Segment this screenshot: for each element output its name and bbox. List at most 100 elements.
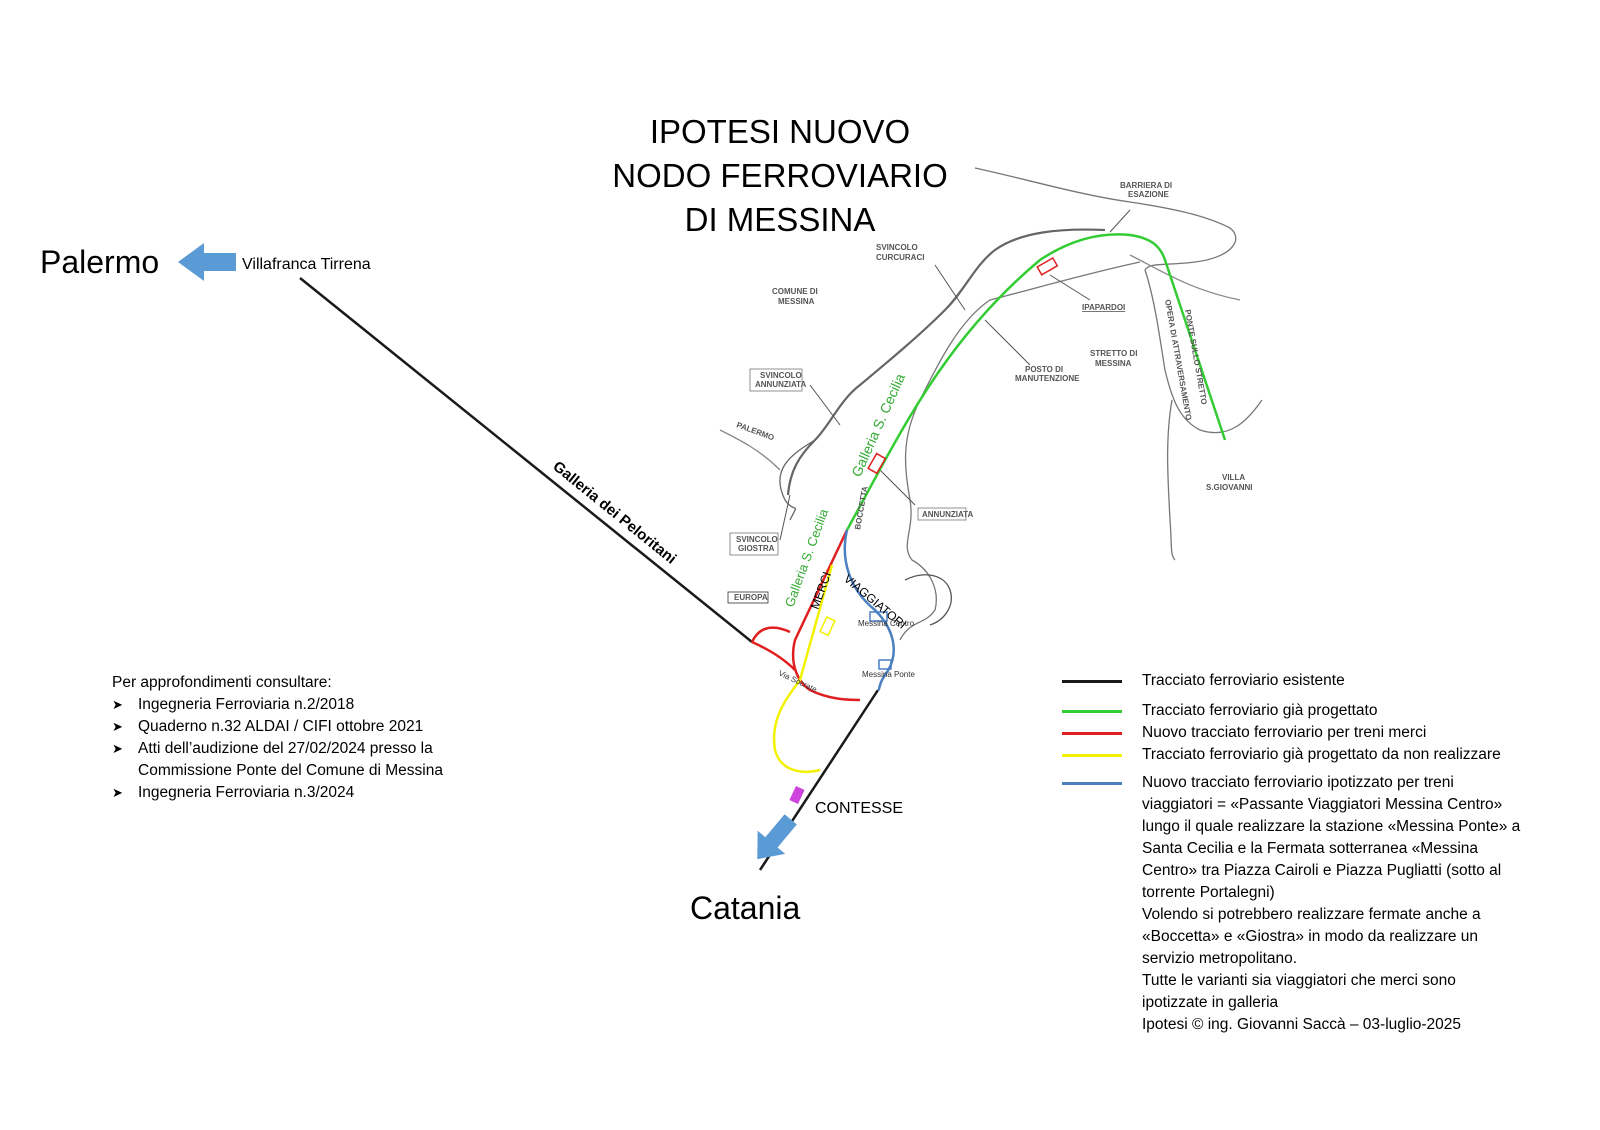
place-villafranca: Villafranca Tirrena <box>242 256 371 273</box>
label-comune-1: COMUNE DI <box>772 287 818 296</box>
station-messina-centro <box>869 611 888 622</box>
track-blue <box>843 529 895 692</box>
label-annunziata: ANNUNZIATA <box>922 510 973 519</box>
road-ponte <box>1129 254 1241 301</box>
label-palermo-sign: PALERMO <box>735 420 775 442</box>
label-messina-ponte: Messina Ponte <box>862 670 915 679</box>
legend-item-cancelled: Tracciato ferroviario già progettato da … <box>1062 744 1562 766</box>
arrow-bullet-icon: ➤ <box>112 697 123 712</box>
label-ipapardoi: IPAPARDOI <box>1082 303 1125 312</box>
station-messina-ponte <box>878 659 892 670</box>
arrow-bullet-icon: ➤ <box>112 785 123 800</box>
direction-arrows <box>178 243 797 860</box>
legend-passenger-desc: torrente Portalegni) <box>1142 884 1275 901</box>
motorway-west <box>719 429 781 471</box>
designed-track <box>845 233 1227 531</box>
label-villa-1: VILLA <box>1222 473 1245 482</box>
references-block: Per approfondimenti consultare: ➤Ingegne… <box>112 672 443 804</box>
freight-tracks <box>750 529 861 702</box>
legend-swatch-passenger <box>1062 782 1122 785</box>
map-title: IPOTESI NUOVO NODO FERROVIARIO DI MESSIN… <box>560 110 1000 242</box>
legend-item-existing: Tracciato ferroviario esistente <box>1062 670 1562 692</box>
passenger-tracks <box>843 529 895 692</box>
label-villa-2: S.GIOVANNI <box>1206 483 1253 492</box>
legend-note: servizio metropolitano. <box>1142 950 1298 967</box>
leader-giostra <box>779 494 791 541</box>
base-map <box>719 167 1263 641</box>
legend-note: «Boccetta» e «Giostra» in modo da realiz… <box>1142 928 1479 945</box>
coastline-north <box>974 167 1237 271</box>
city-palermo: Palermo <box>40 244 160 280</box>
legend-swatch-cancelled <box>1062 754 1122 757</box>
legend-item-designed: Tracciato ferroviario già progettato <box>1062 700 1562 722</box>
label-svincolo-annunziata-1: SVINCOLO <box>760 371 802 380</box>
coastline-strait-left <box>1166 399 1176 561</box>
title-line-3: DI MESSINA <box>684 201 876 238</box>
legend-note: Volendo si potrebbero realizzare fermate… <box>1142 906 1481 923</box>
legend-passenger-desc: viaggiatori = «Passante Viaggiatori Mess… <box>1142 796 1503 813</box>
label-messina-centro: Messina Centro <box>858 619 915 628</box>
leader-annunziata <box>809 384 841 426</box>
leader-ipapardoi <box>1049 274 1091 301</box>
sea-shape <box>904 574 952 626</box>
legend-swatch-existing <box>1062 680 1122 683</box>
title-line-1: IPOTESI NUOVO <box>649 113 911 150</box>
legend-passenger-desc: Santa Cecilia e la Fermata sotterranea «… <box>1142 840 1478 857</box>
label-svincolo-giostra-2: GIOSTRA <box>738 544 775 553</box>
label-posto-2: MANUTENZIONE <box>1015 374 1080 383</box>
references-heading: Per approfondimenti consultare: <box>112 674 332 691</box>
track-red-europa <box>750 626 791 643</box>
city-catania: Catania <box>690 890 801 926</box>
track-red-merci <box>791 529 861 702</box>
motorway-branch <box>779 439 816 521</box>
station-yellow <box>818 616 836 637</box>
leader-curcuraci <box>934 264 966 311</box>
legend-passenger-desc: lungo il quale realizzare la stazione «M… <box>1142 818 1521 835</box>
leader-annunziata2 <box>879 469 916 506</box>
label-stretto-1: STRETTO DI <box>1090 349 1137 358</box>
stations <box>789 257 1059 805</box>
label-merci: MERCI <box>808 570 834 611</box>
arrow-bullet-icon: ➤ <box>112 719 123 734</box>
place-contesse: CONTESSE <box>815 800 904 817</box>
legend-note: ipotizzate in galleria <box>1142 994 1279 1011</box>
arrow-left-icon <box>178 243 236 281</box>
cancelled-tracks <box>772 564 834 774</box>
label-curcuraci-1: SVINCOLO <box>876 243 918 252</box>
legend-note: Tutte le varianti sia viaggiatori che me… <box>1142 972 1456 989</box>
legend-swatch-designed <box>1062 710 1122 713</box>
leader-posto <box>984 319 1031 366</box>
legend-passenger-desc: Centro» tra Piazza Cairoli e Piazza Pugl… <box>1142 862 1502 879</box>
label-barriera-2: ESAZIONE <box>1128 190 1170 199</box>
legend-item-passenger: Nuovo tracciato ferroviario ipotizzato p… <box>1062 772 1562 794</box>
label-curcuraci-2: CURCURACI <box>876 253 924 262</box>
label-svincolo-giostra-1: SVINCOLO <box>736 535 778 544</box>
label-europa: EUROPA <box>734 593 768 602</box>
label-via-socrate: Via Socrate <box>777 669 819 695</box>
station-ipapardo <box>1036 257 1059 276</box>
track-peloritani <box>299 277 753 643</box>
reference-item: ➤Ingegneria Ferroviaria n.2/2018 <box>112 694 443 716</box>
legend: Tracciato ferroviario esistente Tracciat… <box>1062 670 1562 1036</box>
station-annunziata <box>867 452 887 475</box>
track-yellow <box>772 564 834 774</box>
coastline-messina <box>899 261 1141 641</box>
label-boccetta-sign: BOCCETTA <box>853 485 870 530</box>
reference-item: ➤Ingegneria Ferroviaria n.3/2024 <box>112 782 443 804</box>
label-posto-1: POSTO DI <box>1025 365 1063 374</box>
reference-item: ➤Quaderno n.32 ALDAI / CIFI ottobre 2021 <box>112 716 443 738</box>
label-barriera-1: BARRIERA DI <box>1120 181 1172 190</box>
label-comune-2: MESSINA <box>778 297 815 306</box>
legend-swatch-freight <box>1062 732 1122 735</box>
label-svincolo-annunziata-2: ANNUNZIATA <box>755 380 806 389</box>
reference-item: ➤Atti dell’audizione del 27/02/2024 pres… <box>112 740 443 779</box>
coastline-east <box>1144 269 1263 434</box>
legend-item-freight: Nuovo tracciato ferroviario per treni me… <box>1062 722 1562 744</box>
arrow-bullet-icon: ➤ <box>112 741 123 756</box>
legend-credit: Ipotesi © ing. Giovanni Saccà – 03-lugli… <box>1142 1016 1462 1033</box>
label-stretto-2: MESSINA <box>1095 359 1132 368</box>
leader-barriera <box>1109 209 1131 233</box>
track-green-main <box>845 233 1227 531</box>
station-contesse <box>789 785 805 805</box>
